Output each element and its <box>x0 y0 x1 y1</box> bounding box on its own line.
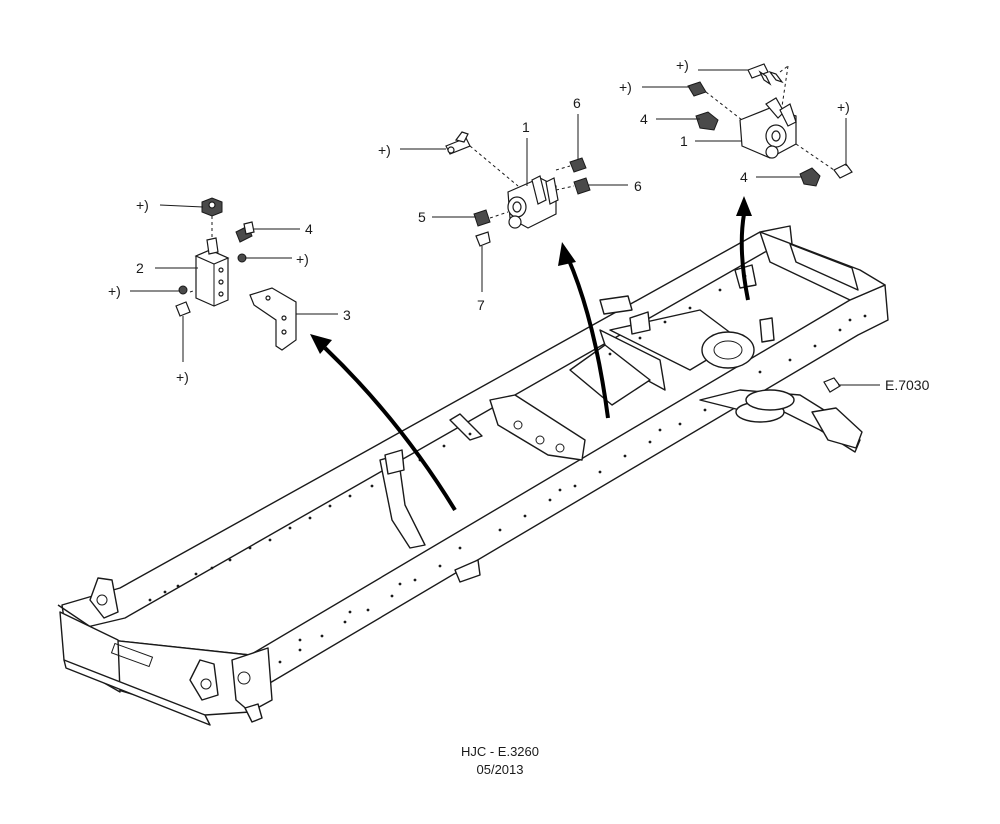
label-c2-6a: 6 <box>573 95 581 111</box>
label-c3-plus-top: +) <box>676 57 689 73</box>
footer-date: 05/2013 <box>476 762 524 777</box>
label-c3-4a: 4 <box>640 111 648 127</box>
label-c1-3: 3 <box>343 307 351 323</box>
label-c1-plus-left: +) <box>108 283 121 299</box>
footer-code: HJC - E.3260 <box>460 744 540 759</box>
label-ref-e7030: E.7030 <box>885 377 930 393</box>
reference-e7030: E.7030 <box>823 377 930 393</box>
label-c2-plus: +) <box>378 142 391 158</box>
part-cluster-middle: +) 1 6 6 5 7 <box>378 95 642 313</box>
chassis-frame <box>57 225 889 726</box>
part-cluster-right: +) +) 4 +) 1 4 <box>619 57 853 187</box>
label-c3-4b: 4 <box>740 169 748 185</box>
label-c2-1: 1 <box>522 119 530 135</box>
label-c3-plus-right: +) <box>837 99 850 115</box>
callout-arrows <box>310 196 752 512</box>
label-c1-4: 4 <box>305 221 313 237</box>
label-c2-6b: 6 <box>634 178 642 194</box>
label-c2-7: 7 <box>477 297 485 313</box>
label-c2-5: 5 <box>418 209 426 225</box>
label-c3-1: 1 <box>680 133 688 149</box>
label-c1-plus-bottom: +) <box>176 369 189 385</box>
label-c3-plus-left: +) <box>619 79 632 95</box>
part-cluster-left: +) 4 2 +) +) 3 +) <box>108 197 351 385</box>
label-c1-2: 2 <box>136 260 144 276</box>
label-c1-plus-right: +) <box>296 251 309 267</box>
label-c1-plus-top: +) <box>136 197 149 213</box>
